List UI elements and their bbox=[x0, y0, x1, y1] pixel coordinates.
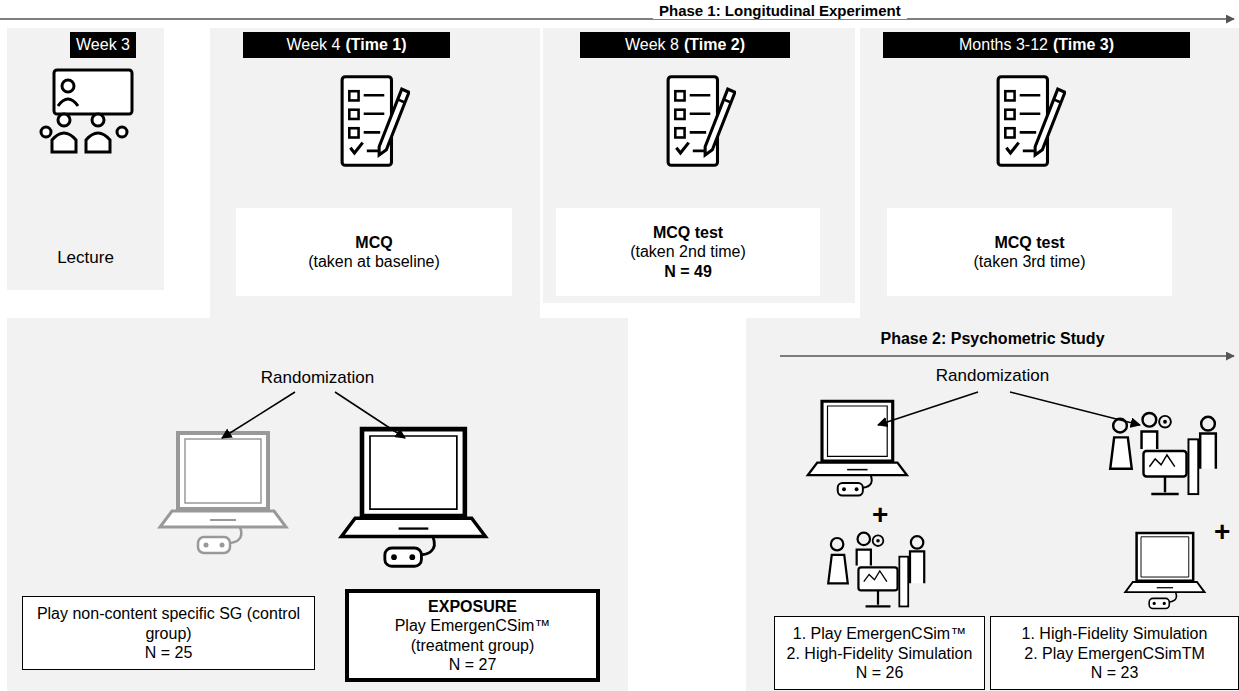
tab-label: Week 3 bbox=[76, 36, 130, 54]
box-text: N = 49 bbox=[664, 262, 712, 281]
tab-label: (Time 3) bbox=[1053, 36, 1114, 54]
box-text: 1. High-Fidelity Simulation bbox=[1022, 624, 1208, 643]
box-text: 1. Play EmergenCSim™ bbox=[793, 624, 966, 643]
test-box: MCQ test(taken 2nd time)N = 49 bbox=[556, 208, 820, 296]
box-text: Phase 2: Psychometric Study bbox=[880, 330, 1104, 348]
box-text: 2. High-Fidelity Simulation bbox=[787, 644, 973, 663]
box-text: N = 23 bbox=[1091, 663, 1139, 682]
week-tab: Months 3-12 (Time 3) bbox=[883, 32, 1190, 58]
box-text: Randomization bbox=[261, 368, 374, 388]
box-text: N = 27 bbox=[449, 655, 497, 674]
plus-sign: + bbox=[872, 499, 888, 531]
tab-label: (Time 2) bbox=[684, 36, 745, 54]
week-tab: Week 4 (Time 1) bbox=[243, 32, 450, 58]
box-text: Randomization bbox=[936, 366, 1049, 386]
randomization-panel: RandomizationPlay non-content specific S… bbox=[7, 318, 628, 691]
group-box: EXPOSUREPlay EmergenCSim™ (treatment gro… bbox=[345, 589, 600, 682]
week-panel: Lecture Week 3 bbox=[7, 28, 164, 290]
box-text: 2. Play EmergenCSimTM bbox=[1024, 644, 1205, 663]
box-text: (taken 2nd time) bbox=[630, 242, 746, 261]
group-box: 1. Play EmergenCSim™2. High-Fidelity Sim… bbox=[774, 616, 985, 690]
week-tab: Week 8 (Time 2) bbox=[580, 32, 790, 58]
phase-panel: Phase 2: Psychometric StudyRandomization… bbox=[746, 318, 1239, 691]
box-text: Lecture bbox=[57, 248, 114, 268]
box-text: MCQ test bbox=[994, 233, 1064, 252]
box-text: (taken at baseline) bbox=[308, 252, 440, 271]
box-text: N = 26 bbox=[856, 663, 904, 682]
group-box: Play non-content specific SG (control gr… bbox=[22, 596, 315, 670]
tab-label: Week 4 bbox=[286, 36, 340, 54]
box-text: MCQ test bbox=[653, 223, 723, 242]
tab-label: (Time 1) bbox=[345, 36, 406, 54]
box-text: N = 25 bbox=[145, 643, 193, 662]
box-text: (taken 3rd time) bbox=[973, 252, 1085, 271]
phase-title: Phase 1: Longitudinal Experiment bbox=[653, 2, 907, 19]
test-box: MCQ test(taken 3rd time) bbox=[887, 208, 1172, 296]
plus-sign: + bbox=[1214, 516, 1230, 548]
box-text: Play EmergenCSim™ (treatment group) bbox=[357, 616, 588, 654]
group-box: 1. High-Fidelity Simulation2. Play Emerg… bbox=[990, 616, 1239, 690]
box-text: EXPOSURE bbox=[428, 597, 517, 616]
box-text: MCQ bbox=[355, 233, 392, 252]
tab-label: Months 3-12 bbox=[959, 36, 1048, 54]
box-text: Play non-content specific SG (control gr… bbox=[31, 604, 306, 642]
week-tab: Week 3 bbox=[70, 32, 136, 58]
test-box: MCQ(taken at baseline) bbox=[236, 208, 512, 296]
tab-label: Week 8 bbox=[625, 36, 679, 54]
